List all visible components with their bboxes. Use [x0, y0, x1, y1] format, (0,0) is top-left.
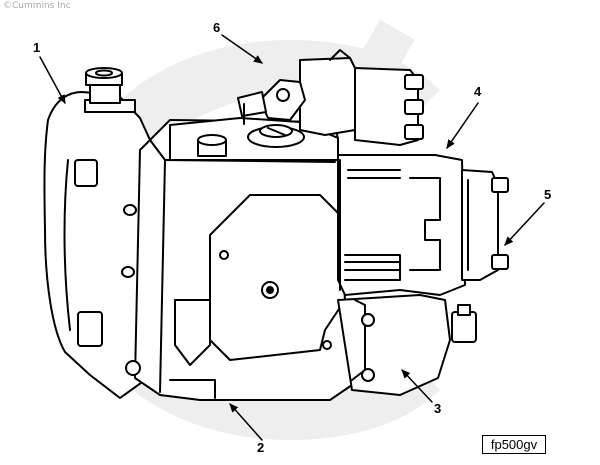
figure-id-label: fp500gv: [482, 435, 546, 454]
callout-6: 6: [213, 20, 221, 35]
cover-plate: [209, 194, 346, 361]
top-plate: [169, 117, 339, 161]
shutoff-valve: [237, 49, 424, 146]
leader-1: [39, 56, 66, 104]
callout-4: 4: [474, 84, 482, 99]
callout-1: 1: [33, 40, 41, 55]
copyright-notice: ©Cummins Inc: [3, 1, 71, 11]
drive-housing: [43, 91, 151, 399]
leader-4: [446, 102, 479, 149]
inlet-fitting: [85, 67, 123, 104]
leader-6: [221, 34, 263, 64]
leader-5: [504, 202, 545, 246]
callout-3: 3: [434, 401, 442, 416]
side-housing: [337, 154, 466, 296]
callout-5: 5: [544, 187, 552, 202]
end-cover: [461, 169, 509, 281]
leader-3: [401, 369, 433, 403]
leader-2: [229, 403, 263, 441]
callout-2: 2: [257, 440, 265, 455]
governor-housing: [337, 294, 477, 396]
leader-lines: [39, 34, 545, 441]
